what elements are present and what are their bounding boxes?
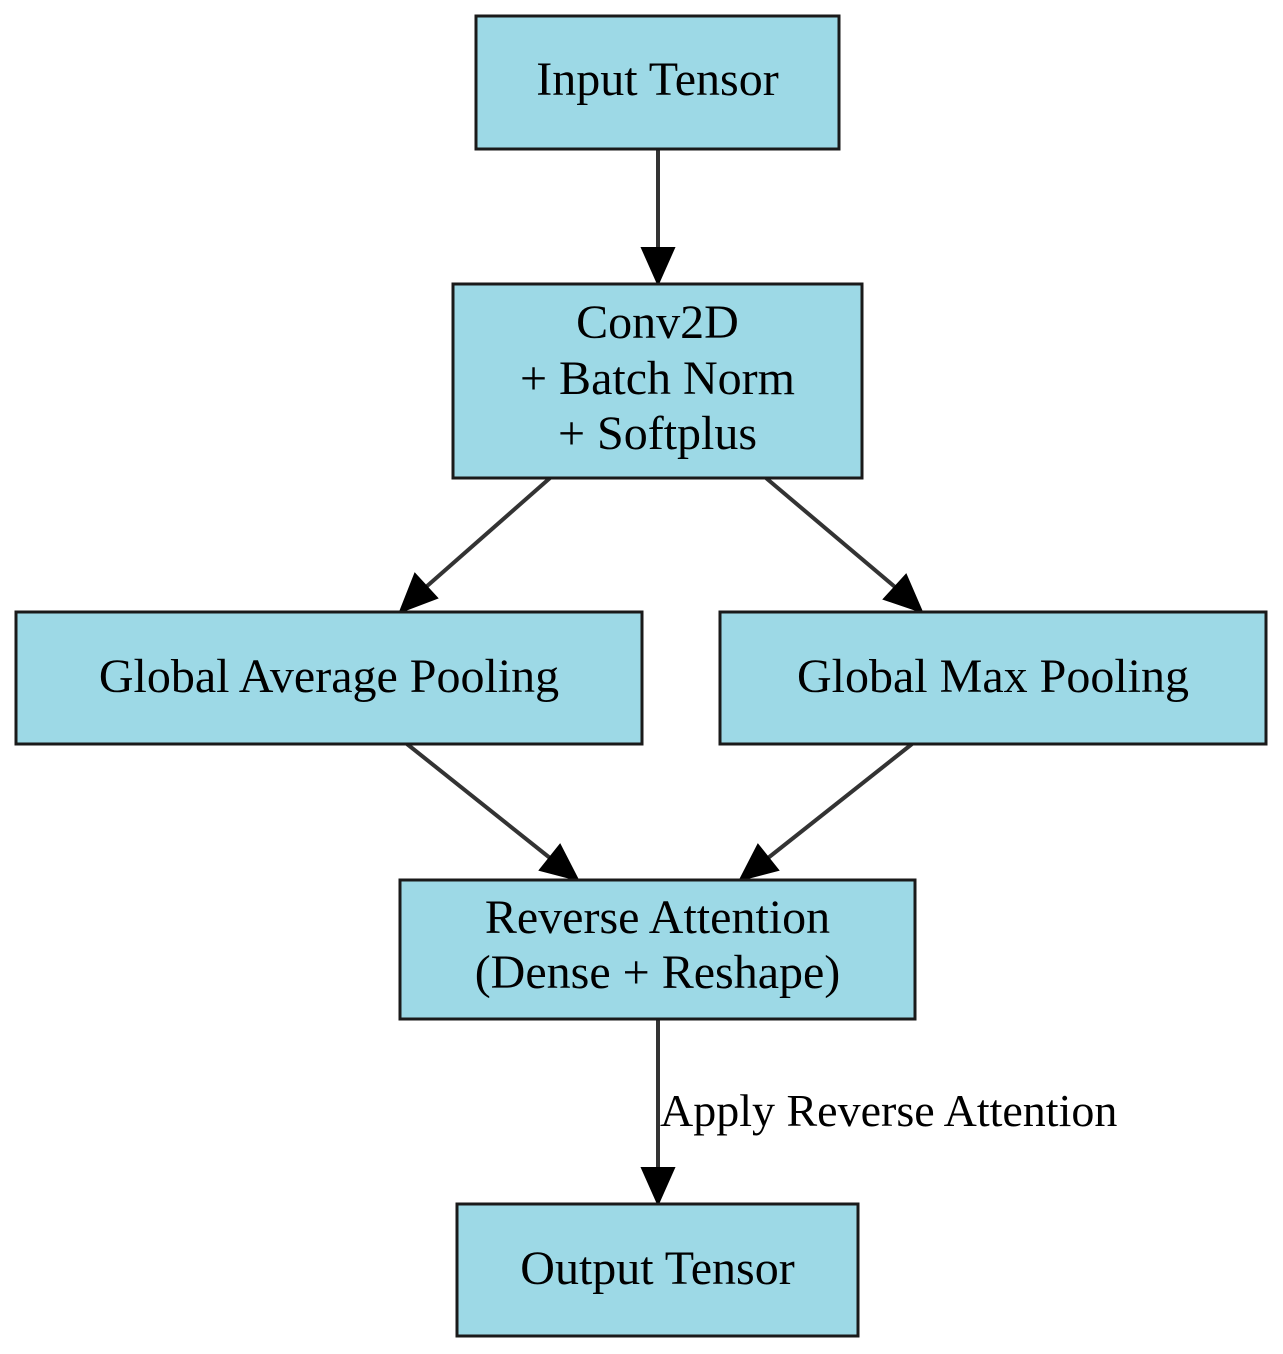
node-output-tensor: Output Tensor xyxy=(455,1202,860,1338)
arrowhead-icon xyxy=(738,843,780,882)
arrowhead-icon xyxy=(640,1167,676,1207)
node-input-tensor: Input Tensor xyxy=(474,14,841,151)
node-label: Output Tensor xyxy=(520,1242,794,1295)
node-label: Conv2D xyxy=(576,296,739,349)
node-reverse-attention: Reverse Attention (Dense + Reshape) xyxy=(398,878,917,1021)
edge-conv-to-gap xyxy=(398,476,552,614)
edge-reverse-to-output: Apply Reverse Attention xyxy=(640,1019,1117,1207)
node-conv2d-batchnorm-softplus: Conv2D + Batch Norm + Softplus xyxy=(451,282,864,480)
edge-input-to-conv xyxy=(640,149,676,287)
node-label: + Batch Norm xyxy=(520,352,795,405)
edge-gap-to-reverse xyxy=(405,742,580,882)
arrowhead-icon xyxy=(640,247,676,287)
node-global-max-pooling: Global Max Pooling xyxy=(718,610,1268,746)
node-label: Input Tensor xyxy=(536,53,778,106)
node-label: Global Max Pooling xyxy=(797,650,1189,703)
edge-gmp-to-reverse xyxy=(738,742,914,882)
arrowhead-icon xyxy=(882,573,924,614)
arrowhead-icon xyxy=(398,572,439,614)
edge-label-apply-reverse-attention: Apply Reverse Attention xyxy=(660,1085,1117,1136)
node-label: (Dense + Reshape) xyxy=(475,946,841,999)
node-label: Global Average Pooling xyxy=(99,650,559,703)
node-label: Reverse Attention xyxy=(485,891,830,944)
arrowhead-icon xyxy=(538,843,580,882)
node-label: + Softplus xyxy=(558,407,757,460)
edge-conv-to-gmp xyxy=(764,476,924,614)
node-global-average-pooling: Global Average Pooling xyxy=(14,610,644,746)
